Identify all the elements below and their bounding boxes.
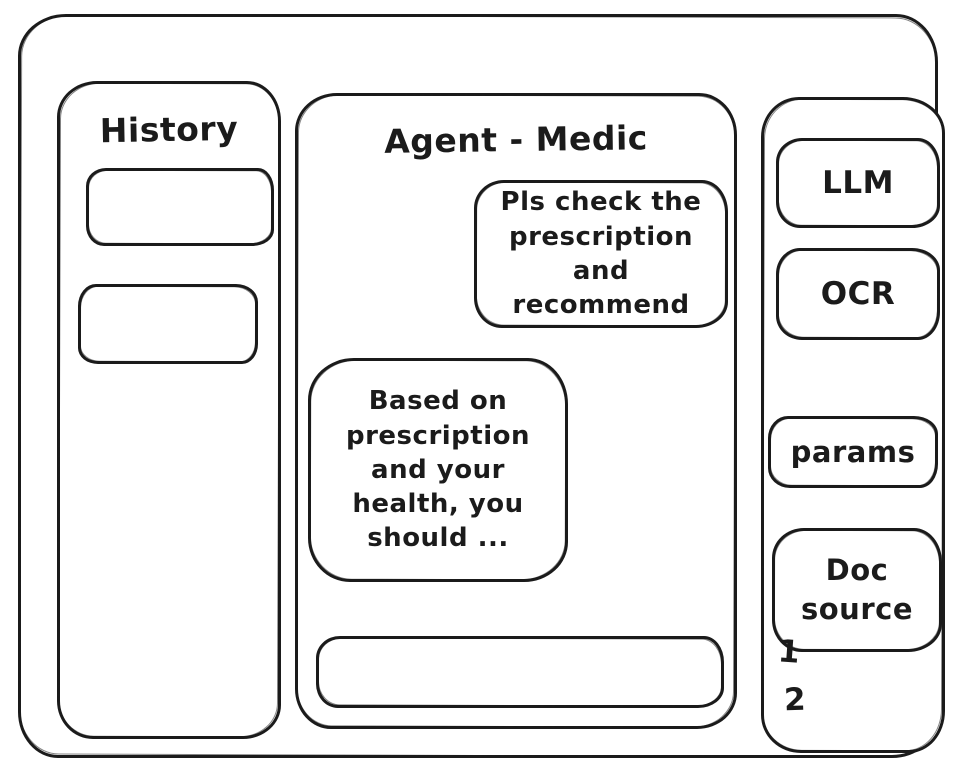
chat-panel: Agent - Medic Pls check the prescription… bbox=[295, 93, 737, 729]
history-item[interactable] bbox=[78, 284, 258, 364]
doc-source-item-2[interactable]: 2 bbox=[783, 681, 807, 719]
doc-source-item-1[interactable]: 1 bbox=[776, 633, 802, 671]
doc-source-button[interactable]: Doc source bbox=[772, 528, 942, 652]
chat-panel-title: Agent - Medic bbox=[383, 118, 649, 161]
params-button[interactable]: params bbox=[768, 416, 938, 488]
history-panel-title: History bbox=[99, 108, 239, 151]
history-item[interactable] bbox=[86, 168, 274, 246]
chat-message-assistant: Based on prescription and your health, y… bbox=[308, 358, 568, 582]
app-window: History Agent - Medic Pls check the pres… bbox=[18, 14, 945, 758]
tools-panel: LLM OCR params Doc source 1 2 bbox=[761, 97, 945, 753]
chat-input-container bbox=[316, 636, 724, 708]
ocr-button[interactable]: OCR bbox=[776, 248, 940, 340]
history-panel: History bbox=[57, 81, 281, 739]
chat-message-user: Pls check the prescription and recommend bbox=[474, 180, 728, 328]
llm-button[interactable]: LLM bbox=[776, 138, 940, 228]
chat-input[interactable] bbox=[319, 639, 721, 705]
